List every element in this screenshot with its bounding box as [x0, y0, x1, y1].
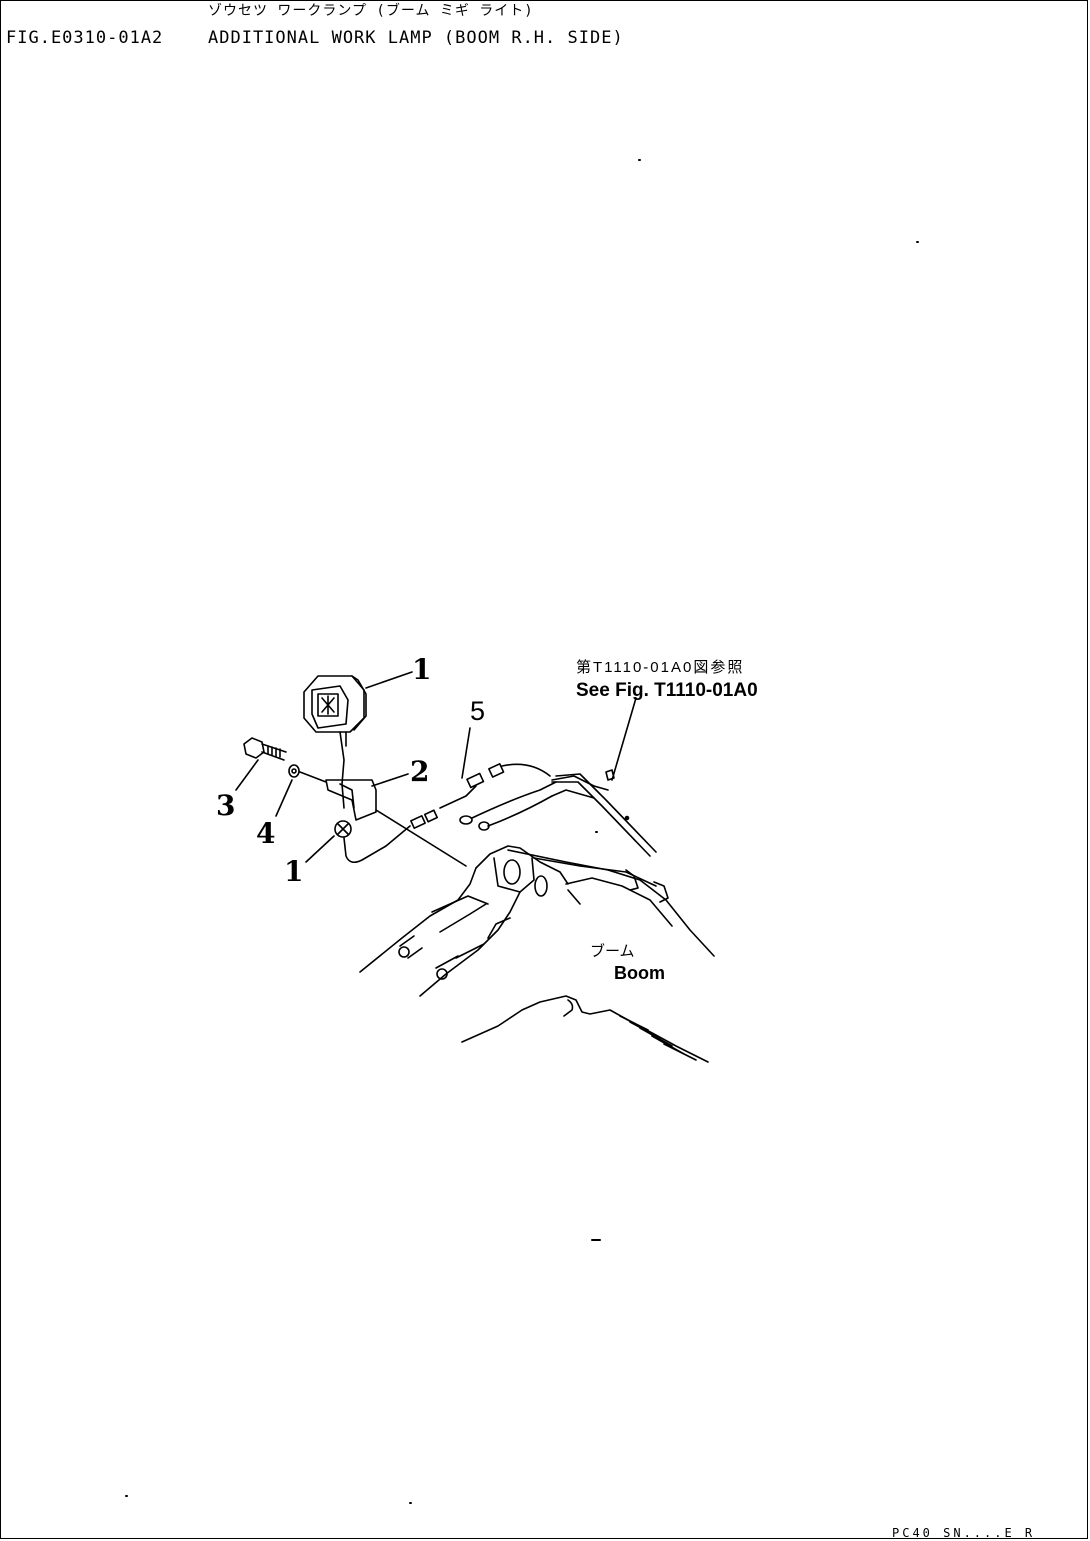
scan-specks: [125, 159, 919, 1504]
leader-lamp-nut: [305, 835, 335, 863]
lamp-nut-drawing: [334, 820, 411, 864]
leader-bolt: [235, 759, 259, 791]
washer-drawing: [288, 764, 300, 778]
wire-to-boom: [375, 809, 467, 867]
callout-1-lamp-nut: 1: [284, 855, 304, 888]
lower-boom-drawing: [461, 995, 709, 1063]
leader-reference: [611, 697, 637, 781]
harness-drawing: [410, 763, 609, 831]
boom-label-en: Boom: [614, 963, 665, 983]
callout-1-lamp: 1: [412, 653, 432, 686]
reference-pipe-drawing: [551, 769, 657, 857]
callout-5-harness: 5: [470, 696, 486, 726]
leader-bracket: [371, 773, 409, 787]
bolt-axis-line: [299, 771, 327, 783]
leader-washer: [275, 779, 293, 817]
japanese-title: ゾウセツ ワークランプ (ブーム ミギ ライト): [208, 3, 534, 19]
footer-code: PC40 SN....E R: [892, 1526, 1036, 1540]
callout-2-bracket: 2: [410, 755, 430, 788]
boom-drawing: [359, 845, 715, 997]
leader-harness: [461, 727, 471, 779]
callout-3-bolt: 3: [216, 789, 236, 822]
reference-note-jp: 第T1110-01A0図参照: [576, 659, 745, 676]
leader-lamp: [365, 671, 413, 689]
english-title: ADDITIONAL WORK LAMP (BOOM R.H. SIDE): [208, 28, 624, 48]
bracket-drawing: [325, 779, 377, 821]
work-lamp-drawing: [303, 675, 367, 809]
figure-number: FIG.E0310-01A2: [6, 28, 164, 48]
callout-4-washer: 4: [256, 817, 276, 850]
reference-note-en: See Fig. T1110-01A0: [576, 680, 758, 701]
bolt-drawing: [243, 737, 287, 761]
boom-label-jp: ブーム: [590, 943, 635, 960]
